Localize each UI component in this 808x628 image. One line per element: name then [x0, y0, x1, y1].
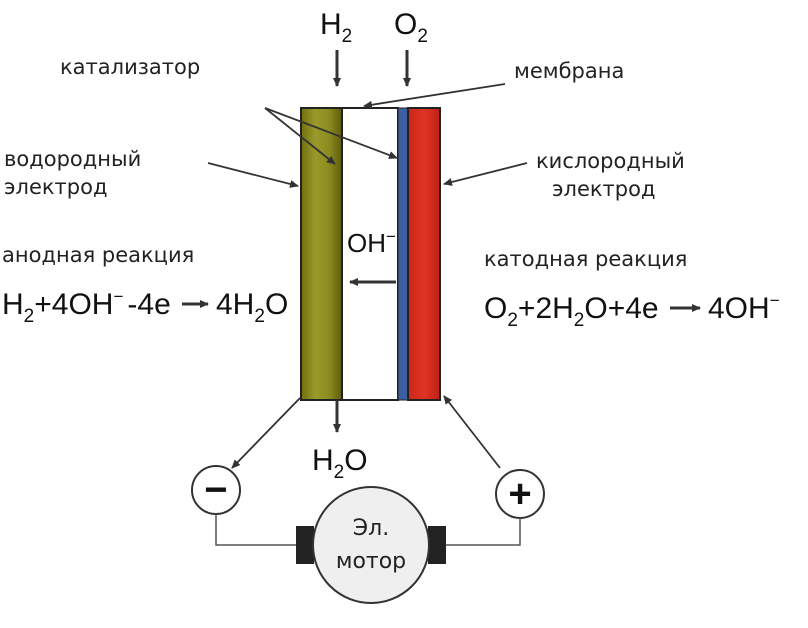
anode-reaction-title: анодная реакция [2, 243, 194, 267]
oxygen-electrode-label-2: электрод [552, 177, 655, 201]
anode-to-negative-arrow [231, 397, 301, 469]
o2-input-label: O2 [394, 8, 428, 47]
hydroxide-ion-label: OH− [347, 227, 396, 258]
hydrogen-electrode-label-2: электрод [4, 175, 107, 199]
cathode-equation: O2+2H2O+4e [484, 292, 659, 331]
oxygen-electrode-label-1: кислородный [536, 149, 685, 173]
anode-equation-product: 4H2O [216, 288, 288, 327]
oxygen-electrode-arrow [443, 162, 528, 186]
hydrogen-electrode-arrow [207, 162, 299, 188]
hydrogen-electrode-label-1: водородный [4, 147, 141, 171]
hydrogen-electrode [300, 107, 343, 401]
catalyst-arrow-left [264, 107, 336, 165]
cathode-reaction-title: катодная реакция [484, 247, 687, 271]
motor-contact-left [296, 526, 314, 564]
positive-to-cathode-arrow [443, 395, 501, 469]
membrane-arrow [363, 83, 506, 109]
positive-wire [446, 518, 521, 546]
oxygen-electrode [407, 107, 441, 401]
anode-equation: H2+4OH−-4e [2, 287, 171, 327]
motor-label-line2: мотор [336, 549, 406, 574]
membrane-label: мембрана [514, 59, 624, 83]
water-output-label: H2O [312, 444, 368, 483]
h2-input-label: H2 [320, 8, 352, 47]
catalyst-label: катализатор [60, 55, 200, 79]
catalyst-layer [397, 107, 409, 401]
catalyst-arrow-right [264, 107, 398, 159]
motor-contact-right [428, 526, 446, 564]
cathode-equation-product: 4OH− [708, 291, 780, 325]
positive-terminal-sign: + [508, 472, 531, 516]
motor-label-line1: Эл. [353, 516, 389, 541]
negative-terminal-sign: − [204, 468, 227, 512]
electric-motor [312, 486, 430, 604]
negative-wire [215, 514, 296, 546]
